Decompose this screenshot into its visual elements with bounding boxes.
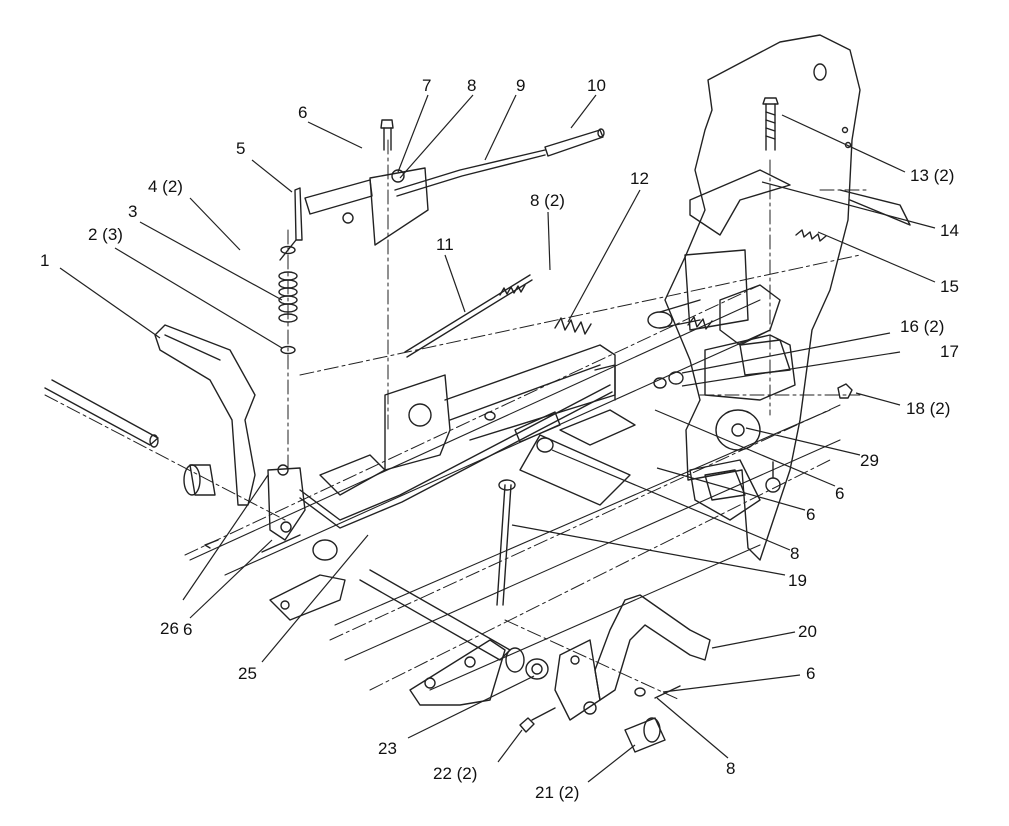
callout-12: 12 <box>630 169 649 188</box>
pedal-1 <box>154 324 256 506</box>
main-frame <box>319 344 636 506</box>
callout-18: 18 (2) <box>906 399 951 418</box>
callout-13: 13 (2) <box>910 166 955 185</box>
center-lines <box>44 139 871 701</box>
lower-shaft <box>269 539 549 706</box>
callout-17: 17 <box>940 342 959 361</box>
rod-19 <box>496 479 516 606</box>
spring-12 <box>554 317 592 335</box>
callout-25: 25 <box>238 664 257 683</box>
callout-6-bottom-left: 6 <box>183 620 193 639</box>
rod-11 <box>404 274 533 358</box>
callout-6-top: 6 <box>298 103 308 122</box>
lever-arm-26 <box>204 464 306 553</box>
callout-8-middle: 8 (2) <box>530 191 565 210</box>
link-rod-25 <box>299 384 613 529</box>
callout-10: 10 <box>587 76 606 95</box>
bolt-13 <box>762 97 779 151</box>
bracket-7 <box>369 119 429 246</box>
callout-23: 23 <box>378 739 397 758</box>
callout-8-bottom: 8 <box>726 759 736 778</box>
shaft-left <box>44 379 216 496</box>
callout-22: 22 (2) <box>433 764 478 783</box>
callout-9: 9 <box>516 76 526 95</box>
spring-3 <box>278 245 298 355</box>
callout-8-right: 8 <box>790 544 800 563</box>
callout-8-top: 8 <box>467 76 477 95</box>
callout-1: 1 <box>40 251 50 270</box>
spring-15 <box>795 229 827 242</box>
callout-3: 3 <box>128 202 138 221</box>
callout-11: 11 <box>436 235 454 254</box>
callout-7: 7 <box>422 76 432 95</box>
callout-6-right-a: 6 <box>835 484 845 503</box>
callout-26: 26 <box>160 619 179 638</box>
callout-6-right-b: 6 <box>806 505 816 524</box>
callout-29: 29 <box>860 451 879 470</box>
frame-plate <box>664 34 911 561</box>
callout-5: 5 <box>236 139 246 158</box>
callout-14: 14 <box>940 221 959 240</box>
pivot-assembly <box>647 249 853 521</box>
callout-19: 19 <box>788 571 807 590</box>
pedal-20 <box>519 594 711 753</box>
grip-10 <box>544 128 605 157</box>
callout-16: 16 (2) <box>900 317 945 336</box>
rod-9 <box>394 149 546 197</box>
callout-15: 15 <box>940 277 959 296</box>
callout-20: 20 <box>798 622 817 641</box>
callout-21: 21 (2) <box>535 783 580 802</box>
callout-2: 2 (3) <box>88 225 123 244</box>
callout-6-bottom-right: 6 <box>806 664 816 683</box>
callout-4: 4 (2) <box>148 177 183 196</box>
